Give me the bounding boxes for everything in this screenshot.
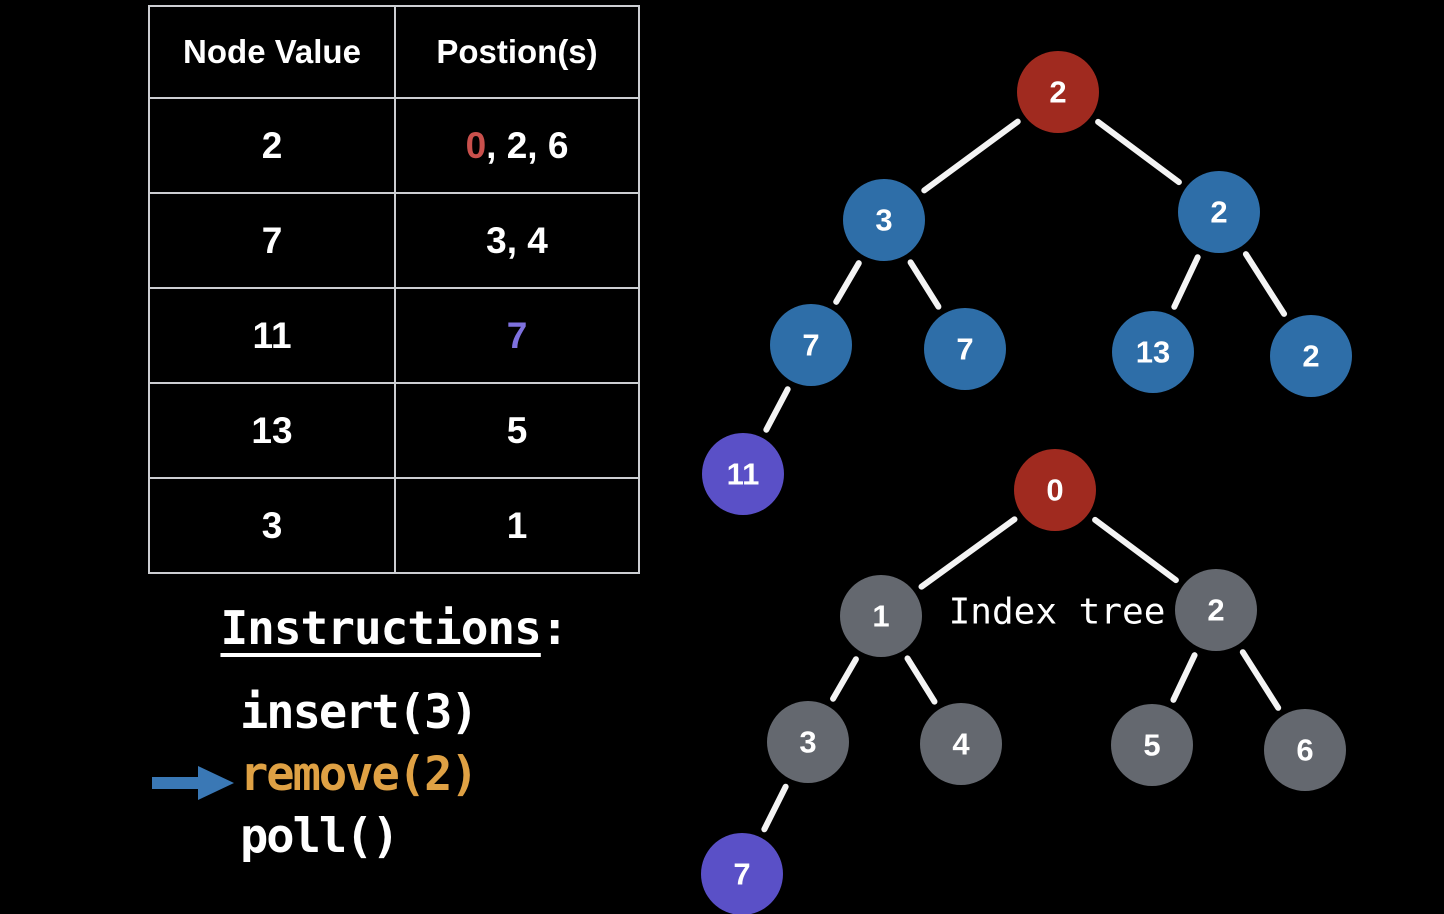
instruction-label: remove(2) [240,747,479,802]
position-text: , 2, 6 [486,124,569,166]
instructions-list: insert(3) remove(2) poll() [152,682,640,868]
tree-node-value: 3 [799,725,816,760]
table-header-positions: Postion(s) [436,33,598,70]
tree-edge [1092,516,1179,584]
instructions-title-colon: : [540,601,569,655]
positions-cell: 0, 2, 6 [396,99,638,192]
value-tree: 2 3 2 7 7 13 2 11 [702,51,1352,515]
tree-edge [907,259,942,310]
tree-node [840,575,922,657]
tree-node-value: 1 [872,599,889,634]
tree-edge [1242,251,1288,317]
tree-node [767,701,849,783]
tree-edge [1095,118,1182,186]
instruction-label: insert(3) [240,685,479,740]
tree-node [1270,315,1352,397]
instructions-title: Instructions: [148,600,640,656]
tree-edge [918,516,1018,590]
tree-edge [830,656,859,702]
tree-edge [763,386,791,433]
tree-edge [1239,649,1282,711]
tree-node-value: 2 [1302,339,1319,374]
positions-cell: 7 [396,289,638,382]
tree-edge [904,655,938,705]
table-row: 11 7 [150,287,638,382]
tree-node-value: 13 [1136,335,1170,370]
index-tree: 0 1 2 3 4 5 6 7 Index tree [701,449,1346,914]
positions-cell: 3, 4 [396,194,638,287]
tree-node [1264,709,1346,791]
tree-node [702,433,784,515]
instruction-label: poll() [240,809,400,864]
tree-node [920,703,1002,785]
tree-node-value: 2 [1207,593,1224,628]
tree-node-value: 7 [733,857,750,892]
node-value-cell: 11 [150,289,396,382]
positions-cell: 1 [396,479,638,572]
index-tree-caption: Index tree [949,592,1166,633]
instruction-item: poll() [240,806,640,868]
instruction-arrow-icon [152,756,236,800]
tree-node-value: 5 [1143,728,1160,763]
table-row: 13 5 [150,382,638,477]
tree-node [1178,171,1260,253]
node-value-cell: 7 [150,194,396,287]
tree-edge [761,783,789,833]
instruction-item: insert(3) [240,682,640,744]
tree-node-value: 3 [875,203,892,238]
highlighted-position-text: 0 [465,124,487,166]
instructions-title-text: Instructions [220,601,541,655]
tree-node [1175,569,1257,651]
position-text: 1 [506,504,528,546]
tree-node [843,179,925,261]
tree-node [1111,704,1193,786]
tree-edge [1170,652,1198,703]
table-row: 7 3, 4 [150,192,638,287]
tree-node [1112,311,1194,393]
position-text: 3, 4 [486,219,548,261]
tree-node-value: 7 [956,332,973,367]
tree-edge [921,118,1021,194]
node-value-cell: 2 [150,99,396,192]
positions-cell: 5 [396,384,638,477]
tree-node-value: 7 [802,328,819,363]
table-header-node-value: Node Value [150,7,396,97]
tree-node-value: 0 [1046,473,1063,508]
position-text: 5 [506,409,528,451]
node-value-cell: 3 [150,479,396,572]
tree-node [770,304,852,386]
tree-node [1014,449,1096,531]
instruction-item-active: remove(2) [152,744,640,806]
tree-node [701,833,783,914]
tree-node-value: 6 [1296,733,1313,768]
instructions-section: Instructions: insert(3) remove(2) poll() [148,600,640,868]
tree-node-value: 2 [1049,75,1066,110]
table-header-row: Node Value Postion(s) [150,7,638,97]
tree-node-value: 11 [727,457,760,492]
node-value-cell: 13 [150,384,396,477]
tree-node-value: 2 [1210,195,1227,230]
tree-node [1017,51,1099,133]
tree-node-value: 4 [952,727,970,762]
tree-edge [833,260,862,305]
tree-edge [1171,254,1201,310]
tree-node [924,308,1006,390]
highlighted-position-text: 7 [506,314,528,356]
